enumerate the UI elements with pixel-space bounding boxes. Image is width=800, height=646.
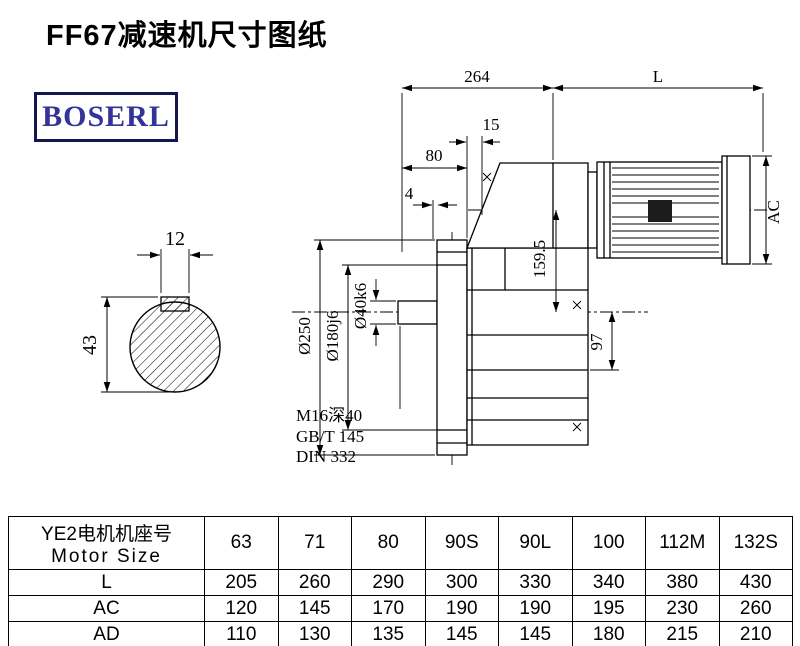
value-cell: 205 bbox=[204, 569, 279, 596]
value-cell: 260 bbox=[277, 569, 352, 596]
value-cell: 180 bbox=[571, 621, 646, 646]
dim-15-label: 15 bbox=[483, 115, 500, 134]
motor bbox=[596, 155, 751, 265]
upper-housing bbox=[466, 162, 589, 249]
dim-159-5-label: 159.5 bbox=[530, 240, 549, 278]
table-row-L: L 205 260 290 300 330 340 380 430 bbox=[8, 569, 793, 596]
dim-L-label: L bbox=[653, 67, 663, 86]
value-cell: 210 bbox=[718, 621, 793, 646]
output-flange bbox=[436, 239, 468, 456]
gear-housing bbox=[466, 247, 589, 446]
value-cell: 190 bbox=[424, 595, 499, 622]
motor-size-cell: 100 bbox=[571, 516, 646, 570]
note-din332: DIN 332 bbox=[296, 447, 356, 466]
value-cell: 145 bbox=[424, 621, 499, 646]
value-cell: 430 bbox=[718, 569, 793, 596]
dimensions: 264 L 15 80 4 AC 159.5 bbox=[295, 67, 783, 466]
dim-AC-label: AC bbox=[764, 200, 783, 224]
value-cell: 145 bbox=[498, 621, 573, 646]
motor-nameplate bbox=[648, 200, 672, 222]
shaft-cross-section: 12 43 bbox=[79, 228, 221, 393]
value-cell: 110 bbox=[204, 621, 279, 646]
header-en: Motor Size bbox=[51, 545, 162, 567]
table-row-AD: AD 110 130 135 145 145 180 215 210 bbox=[8, 621, 793, 646]
value-cell: 330 bbox=[498, 569, 573, 596]
motor-size-cell: 112M bbox=[645, 516, 720, 570]
row-label: L bbox=[8, 569, 205, 596]
value-cell: 290 bbox=[351, 569, 426, 596]
value-cell: 170 bbox=[351, 595, 426, 622]
value-cell: 120 bbox=[204, 595, 279, 622]
fan-cowl bbox=[721, 155, 751, 265]
motor-size-table: YE2电机机座号 Motor Size 63 71 80 90S 90L 100… bbox=[8, 516, 793, 646]
motor-size-cell: 71 bbox=[277, 516, 352, 570]
dimension-drawing: 12 43 bbox=[79, 67, 783, 468]
header-motor-size: YE2电机机座号 Motor Size bbox=[8, 516, 205, 570]
boserl-logo: BOSERL bbox=[34, 92, 178, 142]
dim-43-label: 43 bbox=[79, 335, 101, 355]
note-gbt145: GB/T 145 bbox=[296, 427, 364, 446]
dim-flange-od-label: Ø250 bbox=[295, 317, 314, 355]
value-cell: 230 bbox=[645, 595, 720, 622]
value-cell: 190 bbox=[498, 595, 573, 622]
dim-shaft-dia-label: Ø40k6 bbox=[351, 283, 370, 329]
dim-97-label: 97 bbox=[587, 333, 606, 351]
output-shaft bbox=[397, 300, 438, 325]
value-cell: 195 bbox=[571, 595, 646, 622]
table-header-row: YE2电机机座号 Motor Size 63 71 80 90S 90L 100… bbox=[8, 516, 793, 570]
dim-key-width-label: 12 bbox=[165, 228, 185, 250]
shaft-circle bbox=[129, 301, 221, 393]
value-cell: 145 bbox=[277, 595, 352, 622]
dim-264-label: 264 bbox=[464, 67, 490, 86]
value-cell: 215 bbox=[645, 621, 720, 646]
motor-size-cell: 63 bbox=[204, 516, 279, 570]
value-cell: 380 bbox=[645, 569, 720, 596]
dim-80-label: 80 bbox=[426, 146, 443, 165]
motor-size-cell: 90S bbox=[424, 516, 499, 570]
note-tap: M16深40 bbox=[296, 406, 362, 425]
motor-adapter bbox=[587, 171, 598, 249]
gearbox-side-view bbox=[292, 155, 774, 468]
screw-mark bbox=[482, 172, 582, 432]
value-cell: 135 bbox=[351, 621, 426, 646]
motor-size-cell: 80 bbox=[351, 516, 426, 570]
value-cell: 300 bbox=[424, 569, 499, 596]
dim-4-label: 4 bbox=[405, 184, 414, 203]
row-label: AD bbox=[8, 621, 205, 646]
header-cn: YE2电机机座号 bbox=[41, 523, 172, 545]
row-label: AC bbox=[8, 595, 205, 622]
page-title: FF67减速机尺寸图纸 bbox=[46, 20, 328, 52]
motor-size-cell: 132S bbox=[718, 516, 793, 570]
table-row-AC: AC 120 145 170 190 190 195 230 260 bbox=[8, 595, 793, 622]
logo-text: BOSERL bbox=[42, 100, 170, 133]
value-cell: 340 bbox=[571, 569, 646, 596]
motor-size-cell: 90L bbox=[498, 516, 573, 570]
value-cell: 130 bbox=[277, 621, 352, 646]
dim-spigot-label: Ø180j6 bbox=[323, 311, 342, 362]
value-cell: 260 bbox=[718, 595, 793, 622]
